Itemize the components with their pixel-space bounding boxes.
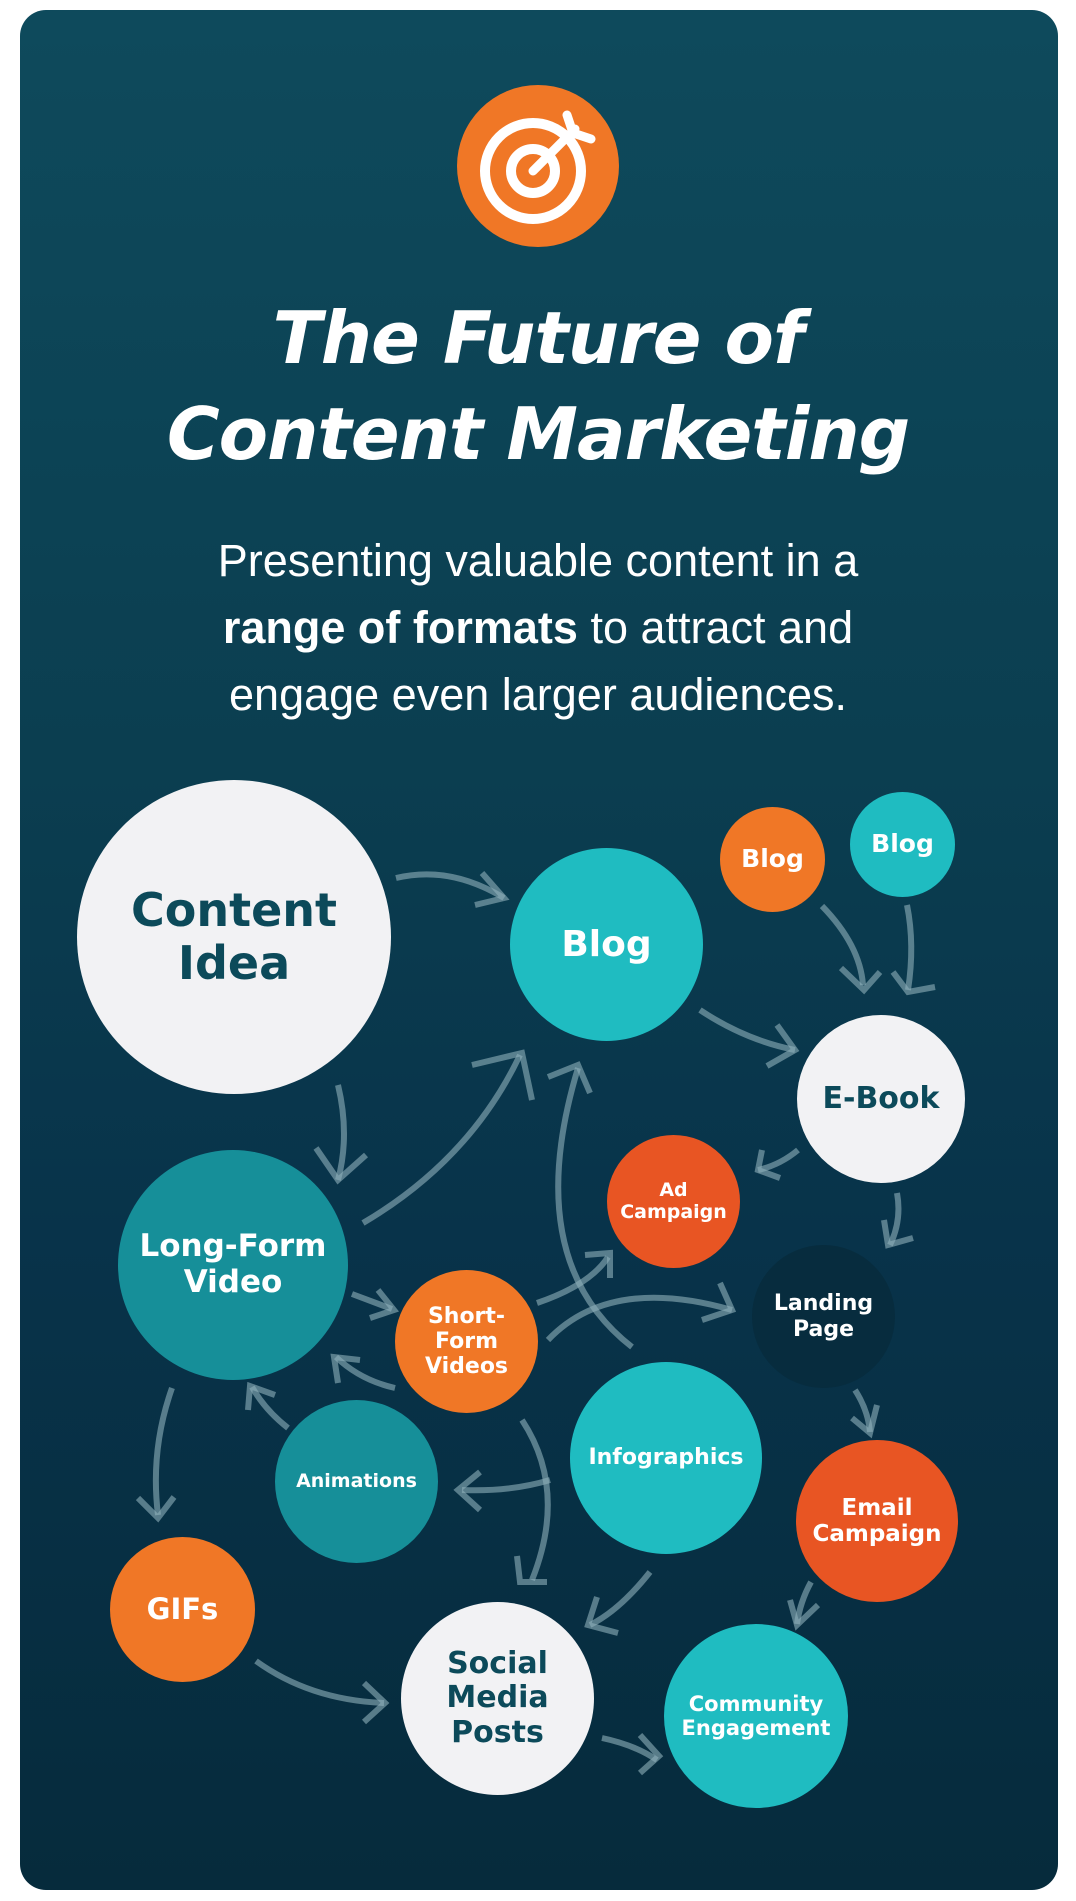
node-label: Email [841, 1494, 913, 1521]
arrow-infographics-to-blog [555, 1067, 634, 1350]
subtitle-line-1: Presenting valuable content in a [217, 535, 859, 586]
arrow-ebook-to-landing [887, 1192, 902, 1247]
title-line-2: Content Marketing [166, 392, 910, 476]
node-label: Content [130, 883, 338, 938]
node-label: Animations [296, 1469, 417, 1492]
node-blog-orange: Blog [720, 807, 825, 912]
node-label: Media [446, 1680, 549, 1716]
arrow-gifs-to-social [254, 1658, 385, 1706]
node-label: Video [183, 1264, 283, 1300]
node-label: Blog [741, 844, 804, 874]
node-label: Engagement [681, 1716, 831, 1740]
arrow-infographics-to-animations [461, 1477, 551, 1494]
node-label: Blog [561, 923, 652, 965]
node-label: Campaign [812, 1521, 942, 1547]
node-gifs: GIFs [110, 1537, 255, 1682]
arrow-short-form-to-landing [545, 1294, 733, 1343]
node-label: Long-Form [139, 1228, 327, 1265]
subtitle: Presenting valuable content in a range o… [0, 527, 1076, 728]
node-infographics: Infographics [570, 1362, 762, 1554]
arrow-blog-teal-to-ebook [904, 904, 915, 991]
node-label: Landing [773, 1291, 874, 1317]
arrow-content-idea-to-blog [395, 871, 506, 901]
node-label: Posts [451, 1714, 544, 1750]
arrow-short-form-to-ad [536, 1255, 611, 1306]
page-title: The Future of Content Marketing [0, 290, 1076, 482]
arrow-long-form-to-blog [361, 1053, 523, 1226]
arrow-infographics-to-social [588, 1570, 653, 1628]
node-label: GIFs [146, 1591, 219, 1626]
node-ebook: E-Book [797, 1015, 965, 1183]
arrow-blog-orange-to-ebook [819, 903, 866, 986]
node-label: Idea [177, 936, 291, 990]
arrow-long-form-to-short-form [350, 1291, 394, 1312]
arrow-short-form-to-social [519, 1418, 551, 1582]
node-animations: Animations [275, 1400, 438, 1563]
arrow-blog-to-ebook [698, 1007, 796, 1053]
title-line-1: The Future of [272, 296, 805, 380]
node-label: Form [434, 1328, 499, 1354]
node-label: Infographics [588, 1445, 744, 1471]
node-label: Short- [427, 1303, 506, 1329]
arrow-animations-to-long-form [249, 1385, 290, 1431]
subtitle-line-3: engage even larger audiences. [229, 669, 847, 720]
node-blog-teal-small: Blog [850, 792, 955, 897]
arrow-short-form-to-long-form [333, 1354, 396, 1391]
node-blog-main: Blog [510, 848, 703, 1041]
subtitle-emphasis: range of formats [222, 602, 578, 653]
node-label: E-Book [822, 1080, 940, 1116]
arrow-long-form-to-gifs [152, 1386, 175, 1516]
node-label: Social [447, 1645, 548, 1681]
node-label: Campaign [620, 1200, 727, 1223]
node-label: Page [792, 1316, 855, 1342]
subtitle-line-2: to attract and [577, 602, 854, 653]
node-label: Blog [871, 829, 934, 859]
arrow-content-idea-to-long-form [335, 1084, 347, 1181]
target-icon [457, 85, 619, 247]
node-label: Ad [659, 1178, 688, 1201]
node-label: Community [688, 1691, 824, 1716]
node-label: Videos [424, 1354, 509, 1380]
